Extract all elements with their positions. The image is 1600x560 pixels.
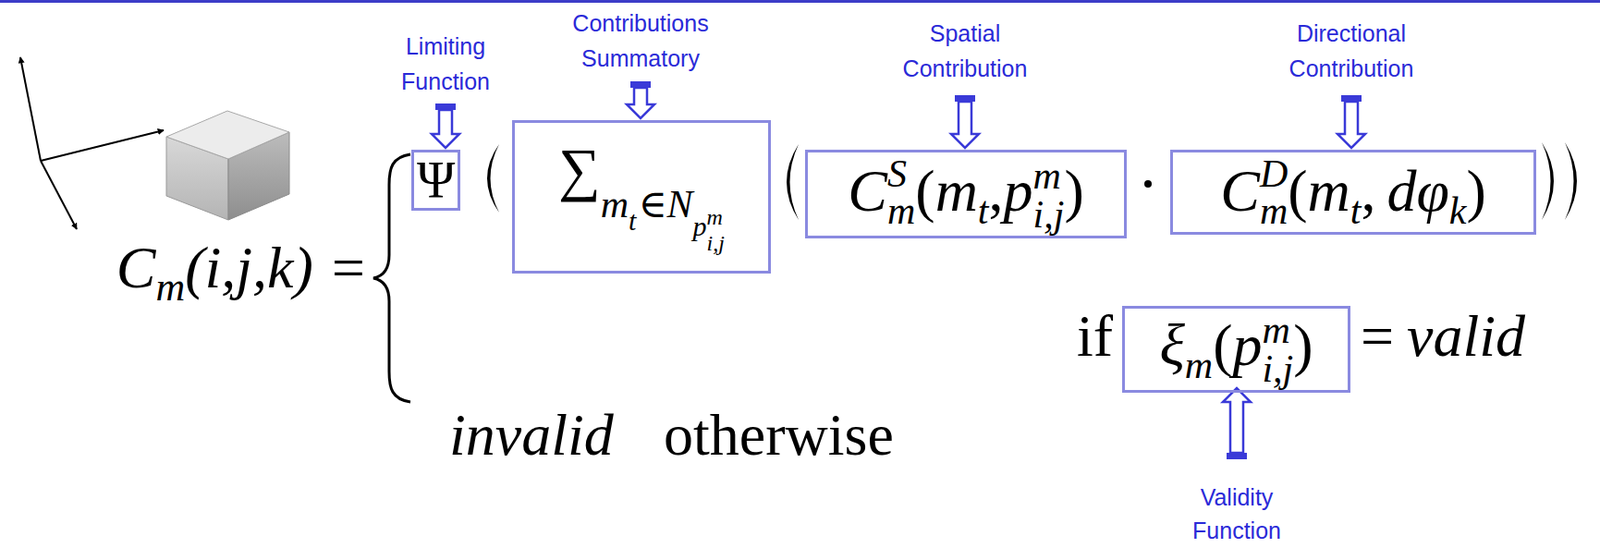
formula-symbol: m (935, 161, 978, 221)
formula-symbol: ) (1465, 161, 1486, 221)
formula-symbol: p (1232, 316, 1262, 376)
formula-symbol: ( (1212, 316, 1233, 376)
curly-brace (373, 154, 411, 403)
formula-symbol: N (667, 184, 694, 224)
formula-text: ξm(pi,jm) (1159, 310, 1313, 389)
annotation-label: Directional Contribution (1272, 15, 1430, 86)
formula-box: Ψ (411, 149, 461, 211)
formula-symbol: D (1259, 154, 1288, 194)
formula-text: valid (1406, 306, 1526, 367)
formula-symbol: m (707, 206, 723, 229)
parenthesis (786, 144, 799, 220)
formula-text: m (155, 267, 185, 308)
formula-symbol: ) (1293, 316, 1313, 376)
formula-symbol: ξ (1159, 316, 1185, 376)
multiply-dot (1144, 180, 1152, 188)
formula-symbol: ) (1063, 161, 1084, 221)
hollow-arrow (951, 101, 979, 148)
cube-face (166, 110, 290, 159)
axis-line (40, 160, 77, 230)
formula-symbol: m (1307, 161, 1351, 221)
formula-text: invalid (449, 405, 614, 465)
formula-symbol: p (693, 212, 708, 241)
axis-line (40, 130, 164, 161)
formula-text: CmS(mt,pi,jm) (847, 154, 1084, 234)
top-rule (0, 0, 1600, 3)
formula-symbol: dφ (1386, 161, 1449, 221)
formula-symbol: t (1350, 191, 1362, 231)
formula-symbol: ∈ (637, 184, 667, 224)
formula-group: =valid (1360, 306, 1526, 367)
formula-group: if (1076, 306, 1113, 367)
formula-symbol: ( (915, 161, 935, 221)
formula-text: if (1076, 306, 1113, 367)
formula-symbol: m (1184, 345, 1213, 385)
formula-symbol: C (847, 161, 888, 221)
annotation-label: Spatial Contribution (886, 15, 1044, 86)
parenthesis (487, 144, 500, 213)
formula-symbol: i,j (1261, 349, 1294, 389)
parenthesis (1541, 142, 1554, 220)
annotation-label: Limiting Function (385, 28, 506, 99)
formula-symbol: i,j (1033, 195, 1065, 234)
hollow-arrow (1337, 101, 1366, 148)
annotation-label: Validity Function (1176, 480, 1297, 548)
formula-text: ∑mt∈Npi,jm (558, 140, 725, 255)
formula-text: Ψ (416, 154, 455, 207)
formula-text: = (1360, 306, 1394, 367)
parenthesis (1564, 142, 1577, 220)
formula-group: Cm(i,j,k) = (116, 238, 368, 308)
formula-box: ∑mt∈Npi,jm (512, 120, 771, 274)
formula-text: otherwise (663, 405, 894, 465)
formula-symbol: m (1033, 156, 1062, 196)
formula-box: CmD(mt,dφk) (1170, 149, 1537, 235)
formula-symbol: m (887, 191, 916, 231)
formula-symbol: , (1360, 161, 1376, 221)
formula-symbol: k (1449, 191, 1467, 231)
formula-symbol: t (977, 191, 990, 231)
hollow-arrow (1222, 388, 1251, 453)
formula-text: (i,j,k) = (184, 238, 368, 298)
formula-box: ξm(pi,jm) (1122, 305, 1351, 393)
formula-group: invalid (449, 405, 614, 465)
formula-symbol: m (1261, 310, 1290, 350)
hollow-arrow (626, 87, 655, 119)
formula-box: CmS(mt,pi,jm) (805, 149, 1127, 239)
formula-group: otherwise (663, 405, 894, 465)
formula-symbol: S (887, 154, 907, 194)
formula-symbol: m (600, 184, 629, 224)
formula-symbol: i,j (707, 232, 725, 255)
hollow-arrow (431, 109, 460, 148)
formula-symbol: ∑ (558, 140, 601, 200)
formula-text: CmD(mt,dφk) (1220, 154, 1487, 231)
axis-line (20, 57, 41, 161)
annotation-label: Contributions Summatory (557, 5, 724, 76)
formula-symbol: , (989, 161, 1004, 221)
formula-text: C (116, 238, 157, 298)
formula-symbol: ( (1287, 161, 1307, 221)
formula-symbol: p (1003, 161, 1034, 221)
formula-symbol: C (1220, 161, 1260, 221)
formula-symbol: m (1259, 191, 1288, 231)
formula-symbol: Ψ (416, 154, 455, 207)
formula-symbol: t (628, 207, 636, 235)
